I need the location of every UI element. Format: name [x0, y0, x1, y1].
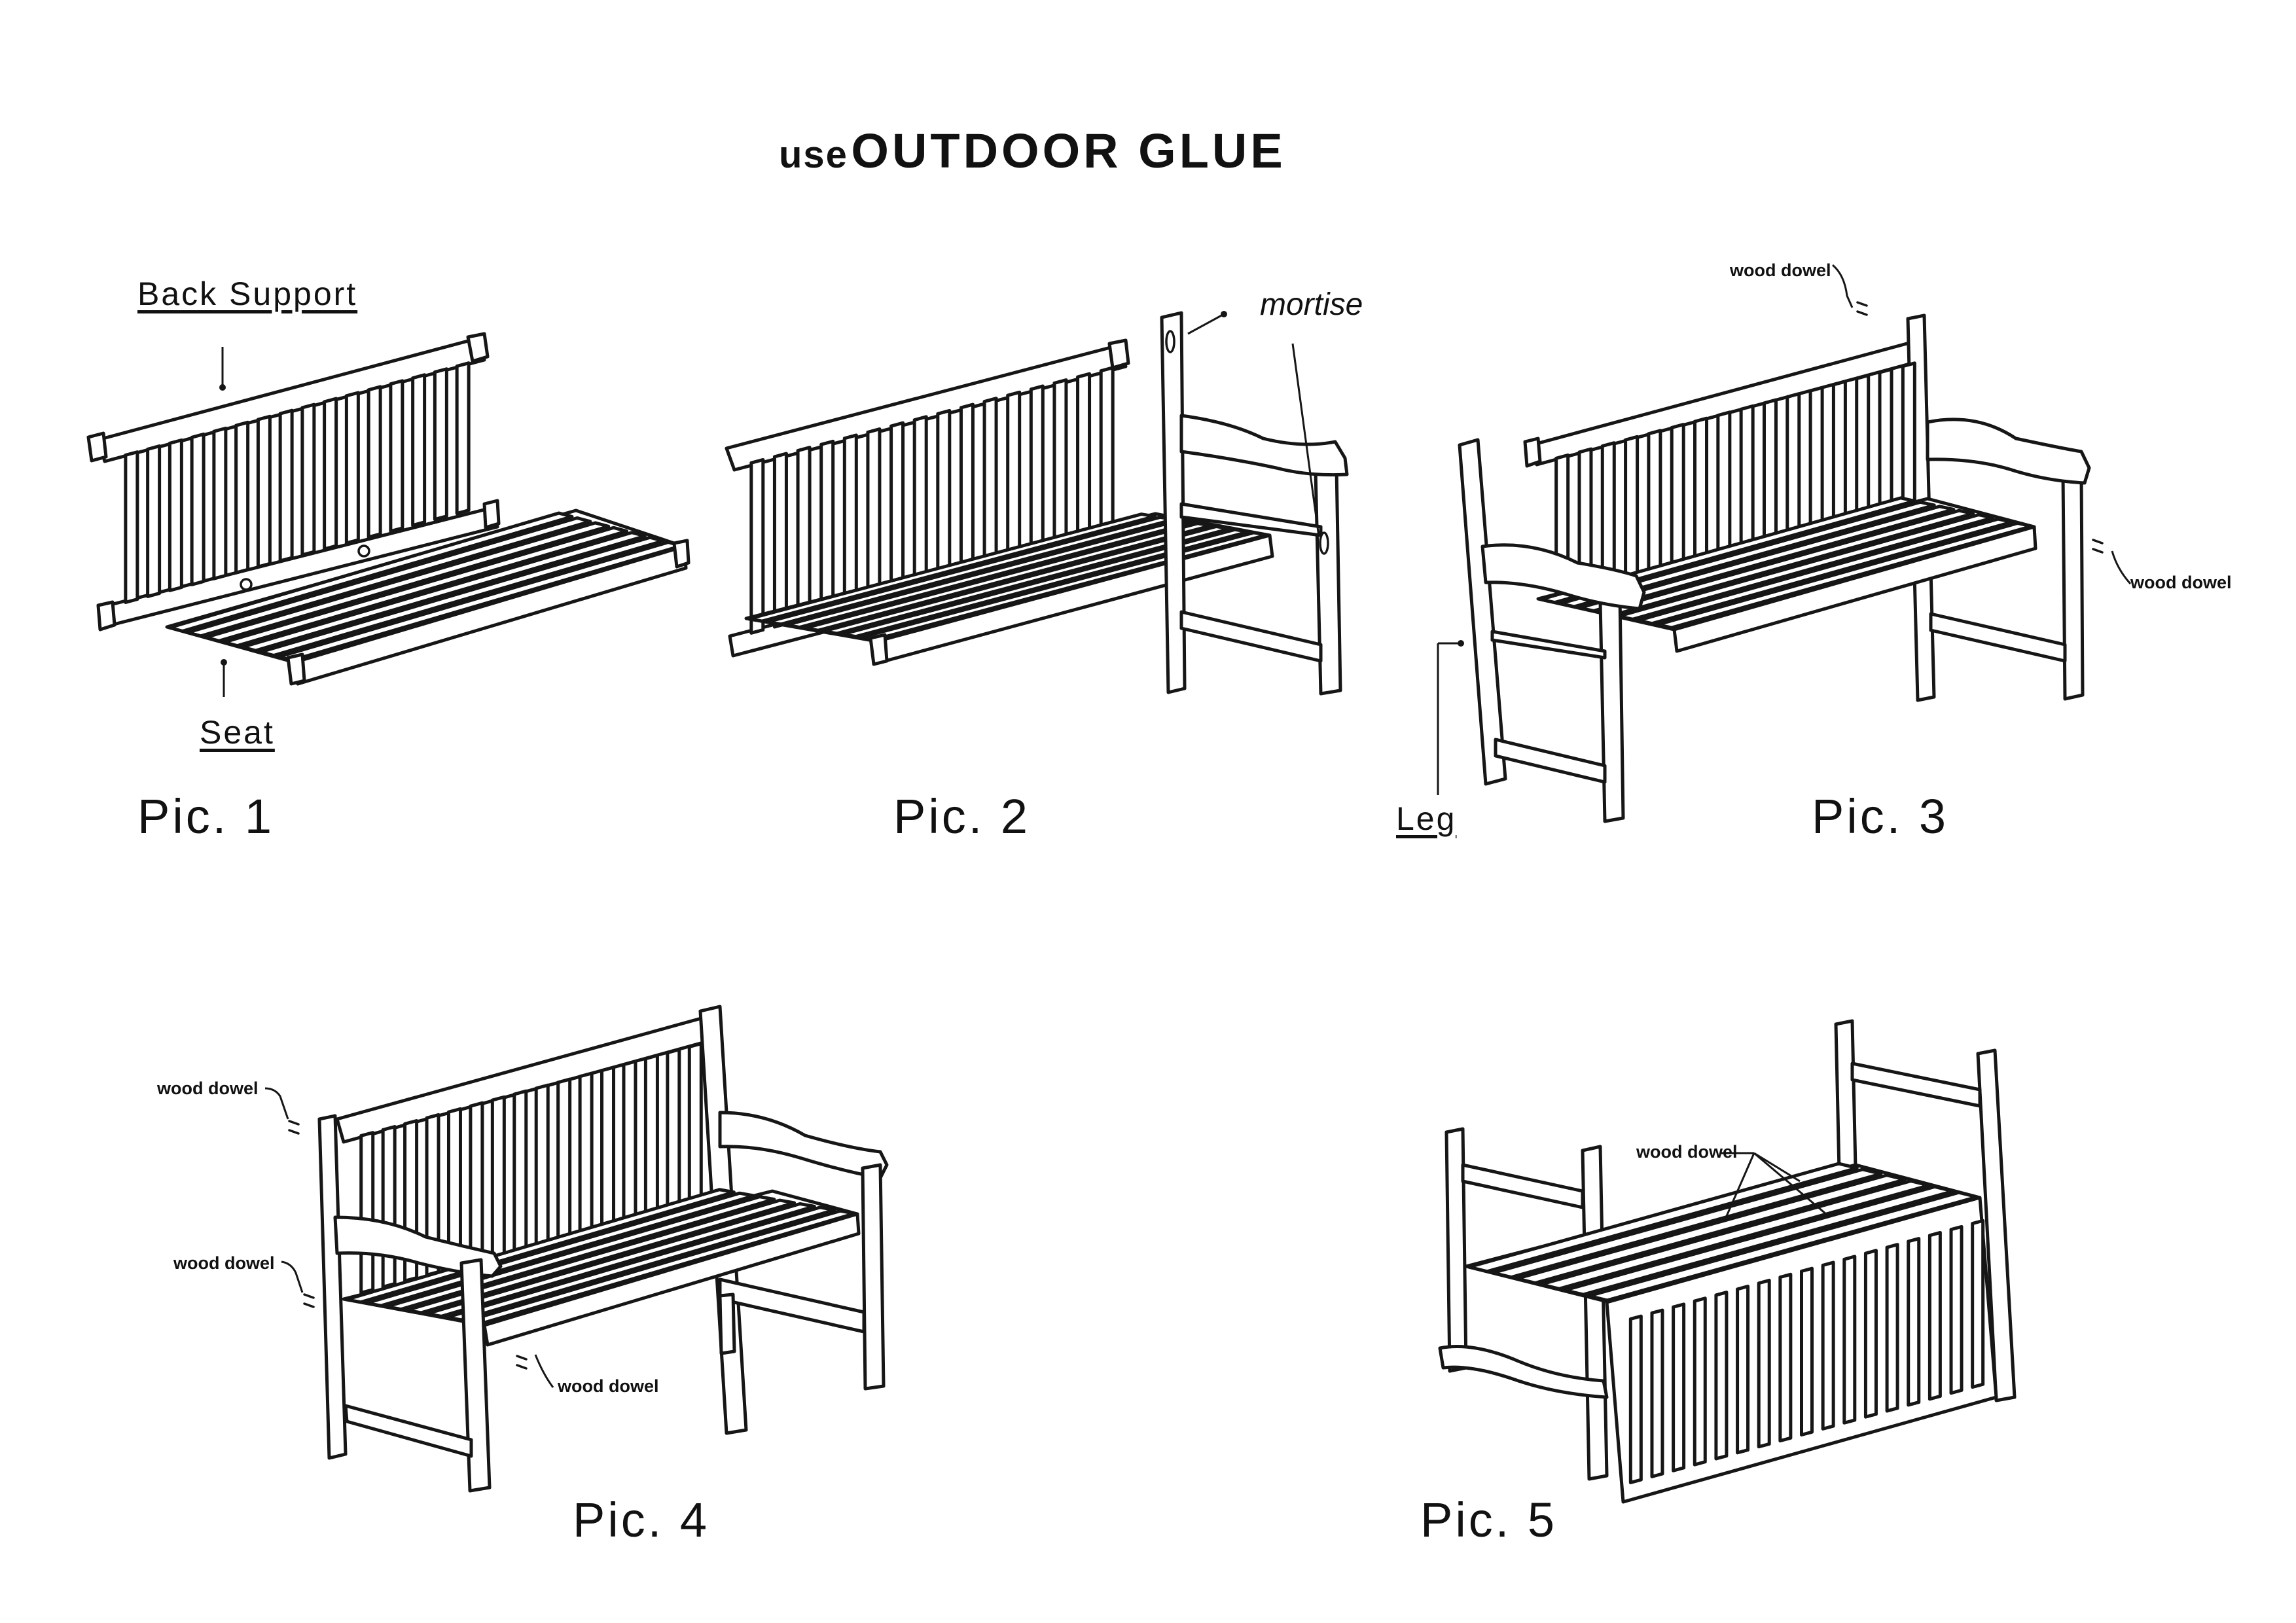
pic5-upside-down-bench: [1438, 1019, 2017, 1504]
pic2-caption: Pic. 2: [893, 789, 1031, 844]
pic1-seat: [165, 508, 691, 697]
leg-label: Leg: [1396, 800, 1457, 837]
pic5-caption: Pic. 5: [1420, 1493, 1558, 1547]
pic4-dowel-label-1: wood dowel: [157, 1079, 259, 1098]
pic3-dowel-top-label: wood dowel: [1730, 260, 1831, 280]
title-prefix: use: [779, 134, 848, 176]
pic3-bench-assembly: [1437, 264, 2132, 823]
pic1-back-support: [86, 332, 501, 632]
pic2-bench-assembly: [725, 311, 1349, 696]
page-title: use OUTDOOR GLUE: [779, 123, 1286, 179]
pic4-dowel-label-2: wood dowel: [173, 1253, 275, 1273]
pic3-dowel-right-label: wood dowel: [2130, 573, 2232, 592]
pic3-caption: Pic. 3: [1812, 789, 1949, 844]
pic4-assembled-bench: [264, 1005, 889, 1493]
seat-label: Seat: [200, 714, 275, 751]
pic4-dowel-label-3: wood dowel: [558, 1376, 659, 1396]
mortise-label: mortise: [1260, 287, 1363, 322]
pic4-caption: Pic. 4: [573, 1493, 710, 1547]
back-support-label: Back Support: [137, 276, 358, 312]
pic5-dowel-label: wood dowel: [1636, 1142, 1738, 1162]
title-main: OUTDOOR GLUE: [851, 124, 1286, 178]
pic1-caption: Pic. 1: [137, 789, 275, 844]
